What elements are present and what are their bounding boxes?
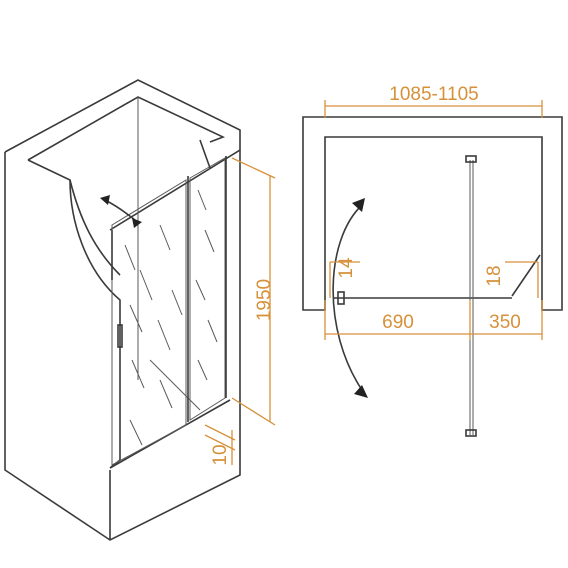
fixed-width-label: 350 — [489, 312, 521, 333]
height-dimension: 1950 — [231, 157, 276, 426]
plan-stabilizer — [511, 254, 541, 297]
plan-axis-top-cap — [465, 155, 477, 163]
plan-handle — [337, 291, 345, 305]
height-label: 1950 — [254, 279, 275, 321]
plan-view — [302, 116, 563, 437]
plan-axis-bottom-cap — [465, 429, 477, 437]
hinged-door-panel — [111, 179, 187, 466]
swing-arc — [104, 199, 136, 221]
plan-walls — [302, 116, 563, 311]
plan-arrow-down-icon — [354, 385, 368, 398]
fixed-offset-label: 18 — [484, 265, 505, 286]
fixed-glass-panel — [189, 157, 226, 421]
wall-top-outline — [4, 79, 241, 231]
wall-curve-outer — [27, 159, 121, 469]
threshold-label: 10 — [210, 444, 231, 465]
plan-swing-arc — [332, 204, 363, 391]
offset-dimensions: 14 18 — [329, 257, 539, 298]
floor-edge — [149, 359, 201, 411]
wall-inner-top — [27, 96, 226, 161]
door-width-label: 690 — [382, 312, 414, 333]
door-offset-label: 14 — [336, 257, 357, 279]
isometric-view — [4, 79, 241, 541]
plan-arrow-up-icon — [352, 198, 365, 212]
door-handle — [117, 324, 123, 348]
glass-pattern — [124, 189, 218, 446]
stabilizer-bar — [199, 139, 211, 169]
swing-arrow-right-icon — [132, 218, 142, 228]
threshold-dimension: 10 — [204, 424, 236, 466]
width-range-label: 1085-1105 — [389, 84, 478, 105]
width-dimension: 1085-1105 — [324, 84, 543, 118]
swing-arrow-left-icon — [100, 195, 110, 205]
bottom-dimensions: 690 350 — [324, 300, 543, 340]
